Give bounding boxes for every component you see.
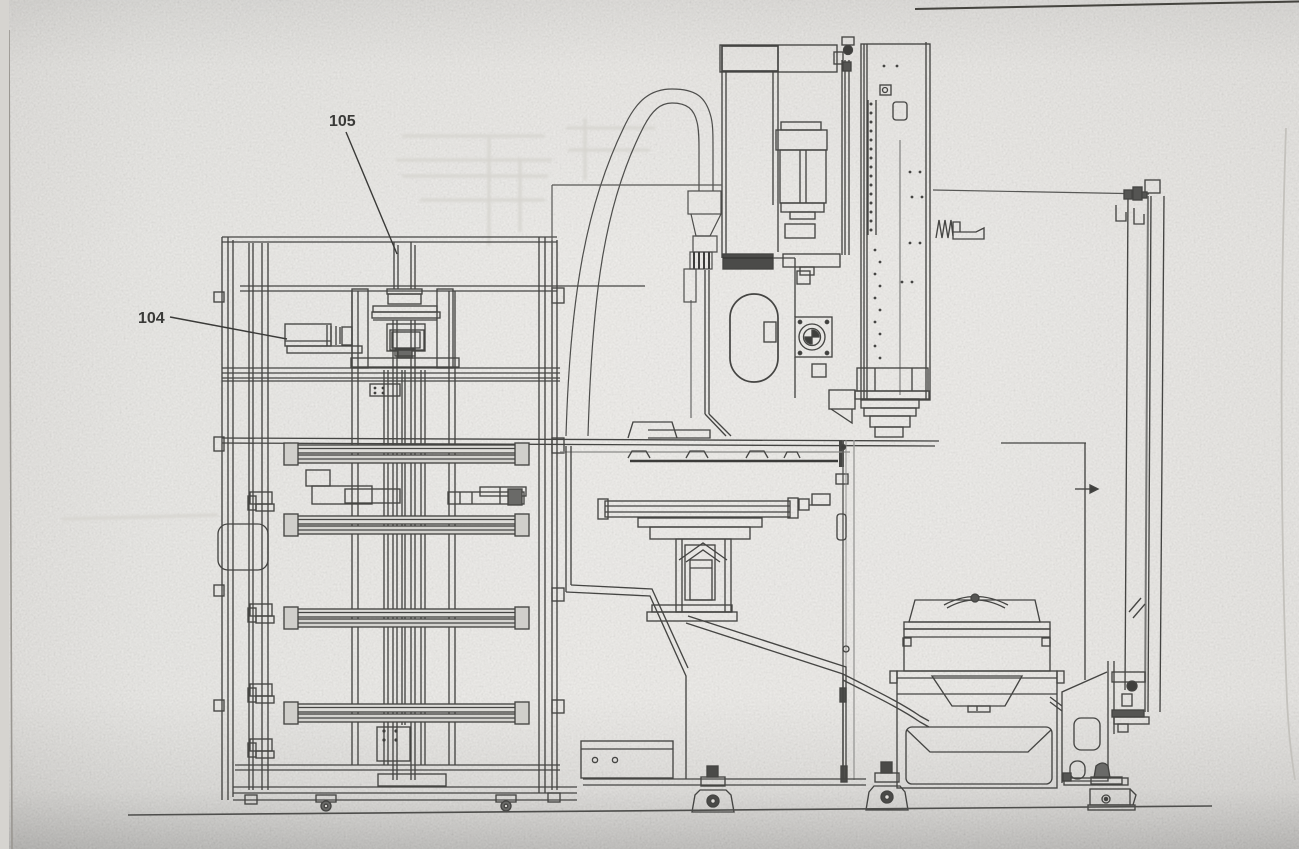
svg-text:105: 105 <box>329 113 356 130</box>
svg-text:104: 104 <box>138 310 165 327</box>
